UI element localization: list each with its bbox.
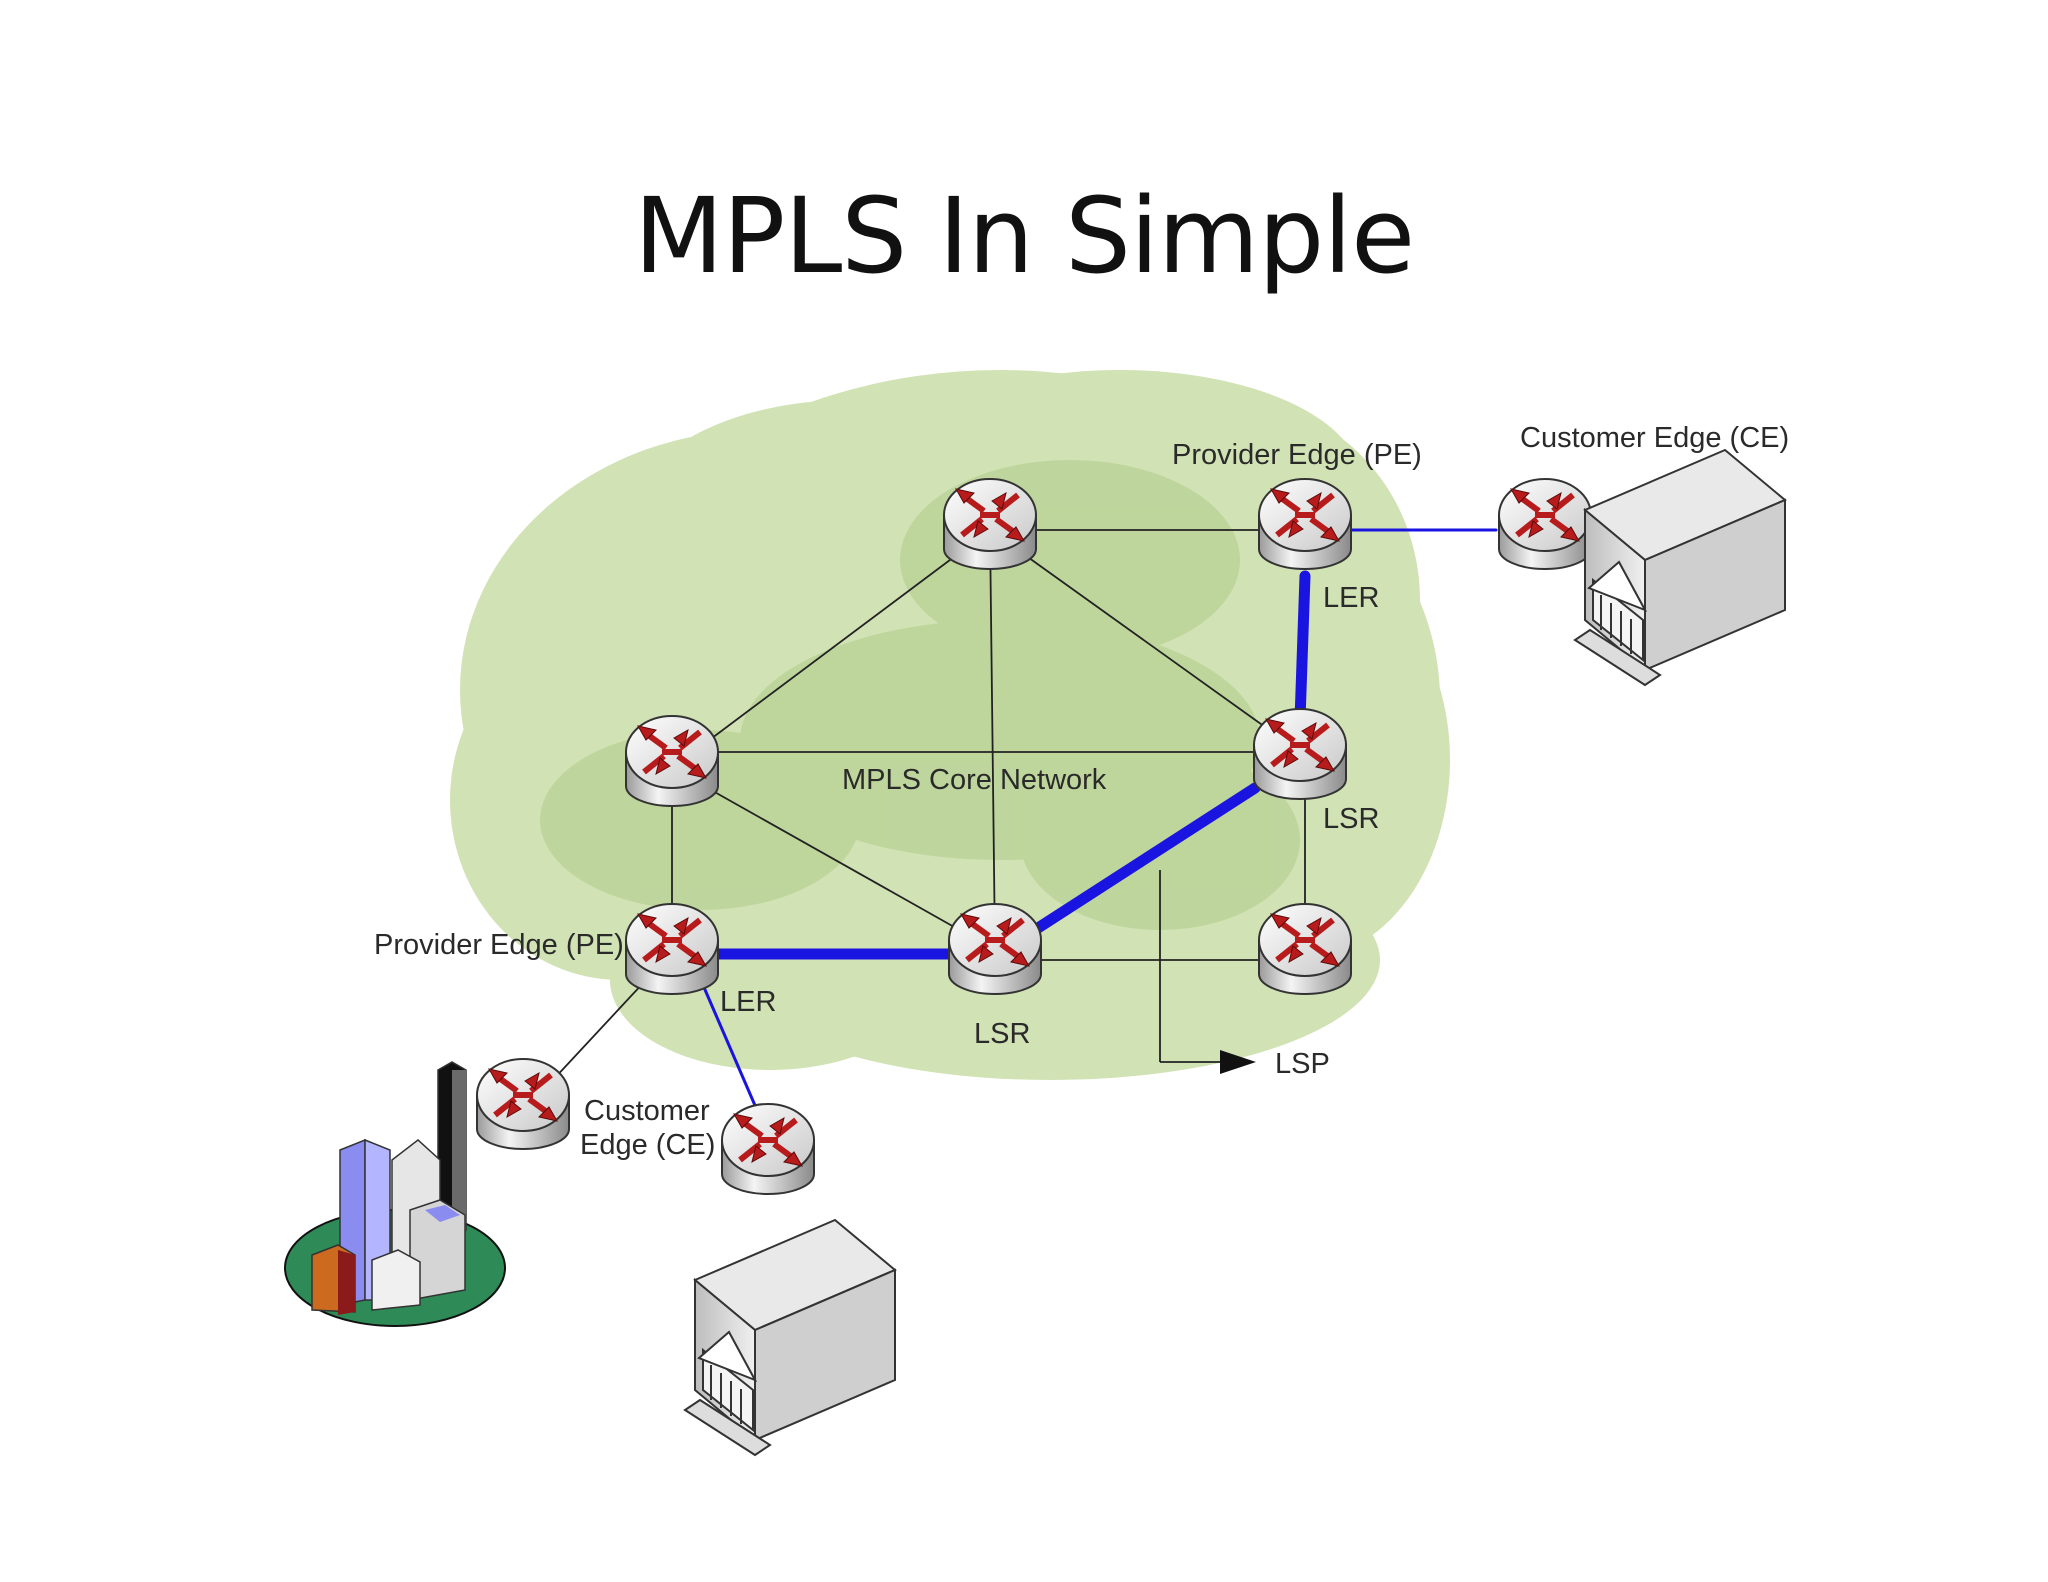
ce-bottom-label-line2: Edge (CE) <box>580 1129 715 1161</box>
pe-top-label: Provider Edge (PE) <box>1172 439 1422 471</box>
router-core-left-icon <box>626 716 718 806</box>
router-lsr-bottom-icon <box>949 904 1041 994</box>
router-pe-left-icon <box>626 904 718 994</box>
mpls-cloud-shade <box>540 460 1300 930</box>
router-core-top-icon <box>944 479 1036 569</box>
building-bottom-icon <box>684 1219 896 1456</box>
ce-top-label: Customer Edge (CE) <box>1520 422 1789 454</box>
ler-top-label: LER <box>1323 582 1379 614</box>
lsr-bottom-label: LSR <box>974 1018 1030 1050</box>
lsp-label: LSP <box>1275 1048 1330 1080</box>
building-top-right-icon <box>1574 449 1786 686</box>
lsp-arrow-icon <box>1220 1050 1256 1074</box>
city-icon <box>284 1061 506 1327</box>
router-pe-top-icon <box>1259 479 1351 569</box>
core-network-label: MPLS Core Network <box>842 764 1107 796</box>
lsr-right-label: LSR <box>1323 803 1379 835</box>
ce-bottom-label-line1: Customer <box>584 1095 710 1127</box>
router-ce-top-icon <box>1499 479 1591 569</box>
router-ce-left-icon <box>477 1059 569 1149</box>
slide-title: MPLS In Simple <box>633 175 1415 297</box>
router-ce-bottom-icon <box>722 1104 814 1194</box>
ler-left-label: LER <box>720 986 776 1018</box>
router-lsr-right-icon <box>1254 709 1346 799</box>
pe-left-label: Provider Edge (PE) <box>374 929 624 961</box>
router-core-bottom-right-icon <box>1259 904 1351 994</box>
